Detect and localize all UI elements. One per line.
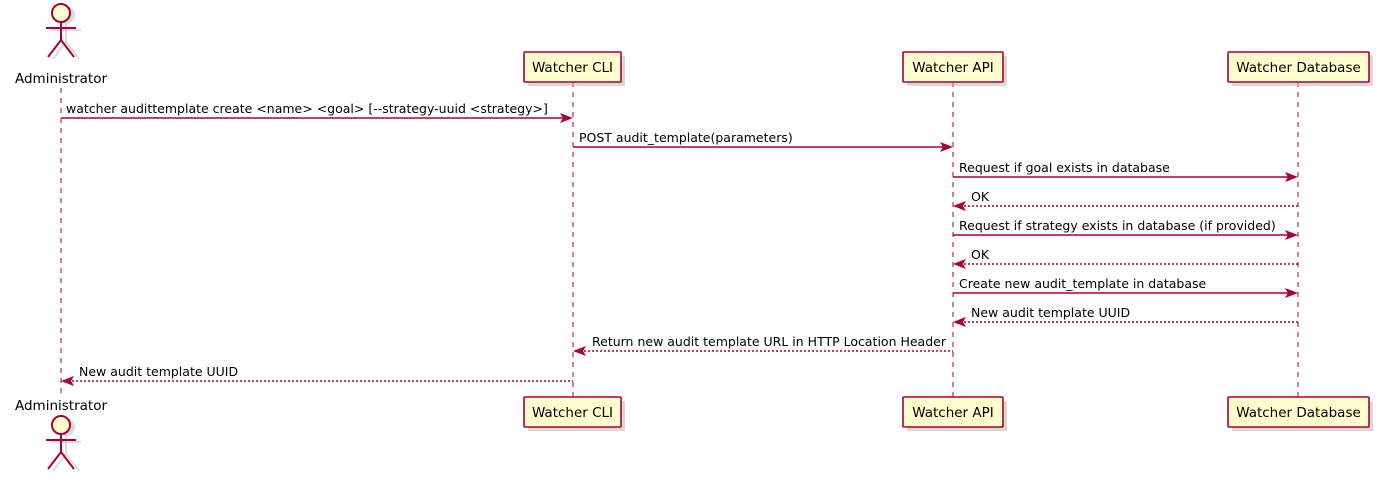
arrow-head-left-icon	[573, 346, 586, 356]
message-6[interactable]: OK	[953, 247, 1298, 269]
participant-box-watcher-database-top[interactable]: Watcher Database	[1227, 51, 1373, 86]
actor-right-leg-icon	[60, 451, 75, 470]
arrow-head-right-icon	[1285, 172, 1298, 182]
actor-administrator-top[interactable]: Administrator	[15, 3, 107, 87]
participant-label: Watcher API	[912, 60, 994, 76]
arrow-head-right-icon	[560, 113, 573, 123]
participant-label: Watcher CLI	[532, 405, 613, 421]
actor-head-icon	[51, 415, 71, 435]
message-4[interactable]: OK	[953, 189, 1298, 211]
message-label: Request if strategy exists in database (…	[959, 218, 1276, 233]
actor-administrator-bottom[interactable]: Administrator	[15, 398, 107, 472]
arrow-head-right-icon	[1285, 288, 1298, 298]
message-label: Return new audit template URL in HTTP Lo…	[592, 334, 947, 349]
message-7[interactable]: Create new audit_template in database	[953, 276, 1298, 298]
message-label: Create new audit_template in database	[959, 276, 1206, 291]
actor-head-icon	[51, 3, 71, 23]
actor-right-leg-icon	[60, 39, 75, 58]
participant-footer-boxes: Watcher CLI Watcher API Watcher Database	[523, 396, 1373, 431]
lifelines	[60, 82, 1299, 398]
message-label: New audit template UUID	[971, 305, 1130, 320]
message-2[interactable]: POST audit_template(parameters)	[573, 130, 953, 152]
arrow-head-left-icon	[61, 376, 74, 386]
participant-label: Watcher Database	[1236, 60, 1361, 76]
participant-label: Watcher API	[912, 405, 994, 421]
messages: watcher audittemplate create <name> <goa…	[61, 101, 1298, 386]
participant-box-watcher-api-top[interactable]: Watcher API	[902, 51, 1007, 86]
arrow-head-right-icon	[940, 142, 953, 152]
arrow-head-left-icon	[953, 201, 966, 211]
actor-left-leg-icon	[47, 39, 62, 58]
participant-box-watcher-cli-bottom[interactable]: Watcher CLI	[523, 396, 625, 431]
arrow-head-left-icon	[953, 259, 966, 269]
message-label: New audit template UUID	[79, 364, 238, 379]
message-label: Request if goal exists in database	[959, 160, 1170, 175]
message-label: OK	[971, 247, 990, 262]
arrow-head-right-icon	[1285, 230, 1298, 240]
message-8[interactable]: New audit template UUID	[953, 305, 1298, 327]
actor-label-top: Administrator	[15, 71, 107, 87]
actor-label-bottom: Administrator	[15, 398, 107, 414]
participant-box-watcher-api-bottom[interactable]: Watcher API	[902, 396, 1007, 431]
participant-label: Watcher Database	[1236, 405, 1361, 421]
participant-label: Watcher CLI	[532, 60, 613, 76]
participant-box-watcher-cli-top[interactable]: Watcher CLI	[523, 51, 625, 86]
participant-header-boxes: Watcher CLI Watcher API Watcher Database	[523, 51, 1373, 86]
message-10[interactable]: New audit template UUID	[61, 364, 573, 386]
arrow-head-left-icon	[953, 317, 966, 327]
message-5[interactable]: Request if strategy exists in database (…	[953, 218, 1298, 240]
actor-left-leg-icon	[47, 451, 62, 470]
message-1[interactable]: watcher audittemplate create <name> <goa…	[61, 101, 573, 123]
participant-box-watcher-database-bottom[interactable]: Watcher Database	[1227, 396, 1373, 431]
message-3[interactable]: Request if goal exists in database	[953, 160, 1298, 182]
message-label: OK	[971, 189, 990, 204]
message-label: watcher audittemplate create <name> <goa…	[66, 101, 548, 116]
message-label: POST audit_template(parameters)	[579, 130, 793, 145]
message-9[interactable]: Return new audit template URL in HTTP Lo…	[573, 334, 953, 356]
